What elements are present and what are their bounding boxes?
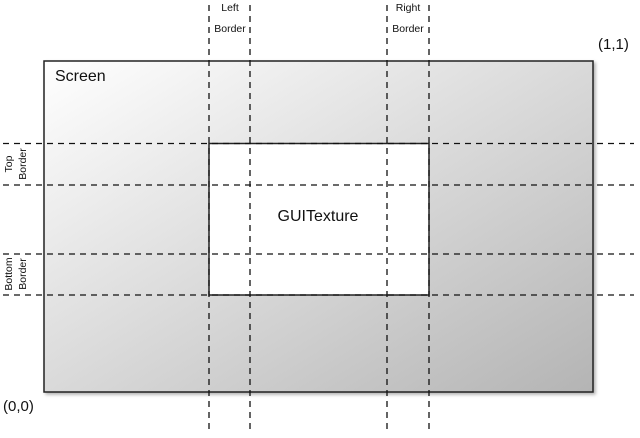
bottom-border-label-1: Bottom	[3, 257, 15, 291]
corner-bottom-left-label: (0,0)	[3, 398, 34, 415]
corner-top-right-label: (1,1)	[598, 36, 629, 53]
left-border-label-1: Left	[221, 2, 239, 14]
gui-texture-label: GUITexture	[278, 208, 359, 225]
gui-texture-rect	[208, 142, 430, 296]
top-border-label-2: Border	[17, 148, 29, 180]
right-border-label-1: Right	[396, 2, 421, 14]
top-border-label-1: Top	[3, 155, 15, 172]
left-border-label-2: Border	[214, 23, 246, 35]
right-border-label-2: Border	[392, 23, 424, 35]
screen-label: Screen	[55, 68, 106, 85]
bottom-border-label-2: Border	[17, 258, 29, 290]
